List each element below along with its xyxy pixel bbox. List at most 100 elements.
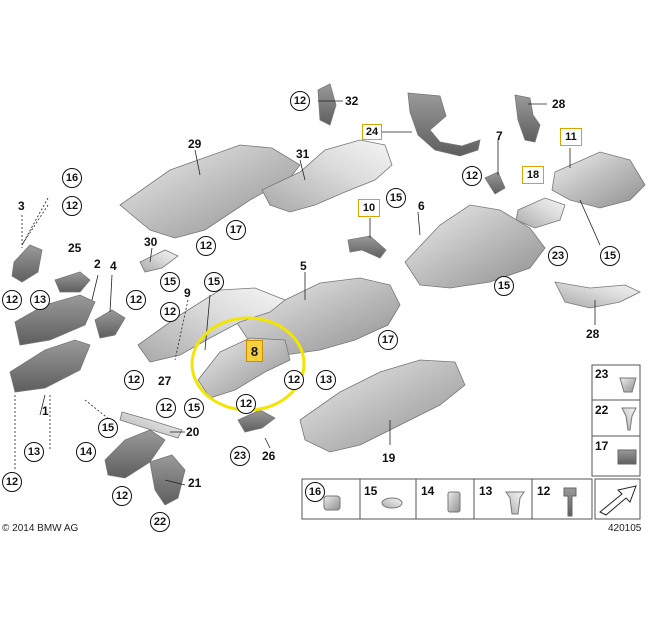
legend-17[interactable]: 17 bbox=[595, 439, 609, 453]
heat-shield-1 bbox=[9, 339, 91, 393]
callout-17-29[interactable]: 17 bbox=[226, 220, 246, 240]
heat-shield-11 bbox=[551, 151, 646, 209]
callout-21[interactable]: 21 bbox=[188, 476, 202, 490]
bracket-14 bbox=[104, 429, 166, 479]
bracket-26 bbox=[237, 409, 276, 433]
plate-18 bbox=[515, 197, 566, 229]
callout-29[interactable]: 29 bbox=[188, 137, 202, 151]
legend-13[interactable]: 13 bbox=[479, 484, 493, 498]
callout-3[interactable]: 3 bbox=[18, 199, 25, 213]
callout-12-5[interactable]: 12 bbox=[284, 370, 304, 390]
callout-5[interactable]: 5 bbox=[300, 259, 307, 273]
callout-12-4[interactable]: 12 bbox=[126, 290, 146, 310]
callout-12-top[interactable]: 12 bbox=[290, 91, 310, 111]
legend-16[interactable]: 16 bbox=[305, 482, 325, 502]
heat-shield-19 bbox=[299, 359, 466, 453]
callout-13-left[interactable]: 13 bbox=[30, 290, 50, 310]
screw-washer-icon bbox=[621, 407, 637, 431]
callout-27[interactable]: 27 bbox=[158, 374, 172, 388]
callout-12-left-2[interactable]: 12 bbox=[2, 290, 22, 310]
callout-31[interactable]: 31 bbox=[296, 147, 310, 161]
callout-4[interactable]: 4 bbox=[110, 259, 117, 273]
callout-28-lower[interactable]: 28 bbox=[586, 327, 600, 341]
callout-23-26[interactable]: 23 bbox=[230, 446, 250, 466]
callout-6[interactable]: 6 bbox=[418, 199, 425, 213]
callout-15-11[interactable]: 15 bbox=[600, 246, 620, 266]
callout-9[interactable]: 9 bbox=[184, 286, 191, 300]
hex-screw-icon bbox=[563, 487, 577, 517]
callout-13-5[interactable]: 13 bbox=[316, 370, 336, 390]
heat-shield-8 bbox=[197, 337, 291, 399]
callout-24[interactable]: 24 bbox=[362, 124, 382, 140]
callout-2[interactable]: 2 bbox=[94, 257, 101, 271]
callout-30[interactable]: 30 bbox=[144, 235, 158, 249]
legend-14[interactable]: 14 bbox=[421, 484, 435, 498]
callout-28-top[interactable]: 28 bbox=[552, 97, 566, 111]
callout-11[interactable]: 11 bbox=[560, 128, 582, 146]
bracket-7 bbox=[484, 171, 506, 195]
callout-19[interactable]: 19 bbox=[382, 451, 396, 465]
bracket-24 bbox=[407, 92, 481, 157]
heat-shield-6 bbox=[404, 204, 546, 289]
callout-12-21[interactable]: 12 bbox=[112, 486, 132, 506]
callout-15-9[interactable]: 15 bbox=[204, 272, 224, 292]
heat-shield-2 bbox=[14, 294, 96, 346]
callout-14-part[interactable]: 14 bbox=[76, 442, 96, 462]
bracket-21 bbox=[149, 454, 186, 506]
expanding-rivet-icon bbox=[505, 491, 525, 515]
callout-7[interactable]: 7 bbox=[496, 129, 503, 143]
callout-15-20[interactable]: 15 bbox=[98, 418, 118, 438]
collar-nut-icon bbox=[619, 377, 637, 393]
callout-12-1[interactable]: 12 bbox=[2, 472, 22, 492]
bracket-3 bbox=[11, 244, 43, 283]
bracket-4 bbox=[94, 309, 126, 339]
fastener-legend-side bbox=[591, 364, 641, 477]
callout-26[interactable]: 26 bbox=[262, 449, 276, 463]
callout-10[interactable]: 10 bbox=[358, 199, 380, 217]
legend-22[interactable]: 22 bbox=[595, 403, 609, 417]
callout-15-6[interactable]: 15 bbox=[494, 276, 514, 296]
plate-28-lower bbox=[554, 281, 641, 309]
direction-arrow-box bbox=[594, 478, 641, 520]
clip-icon bbox=[447, 491, 461, 513]
callout-23-right[interactable]: 23 bbox=[548, 246, 568, 266]
legend-12[interactable]: 12 bbox=[537, 484, 551, 498]
callout-15-31[interactable]: 15 bbox=[386, 188, 406, 208]
bracket-30 bbox=[139, 249, 179, 273]
callout-20[interactable]: 20 bbox=[186, 425, 200, 439]
callout-18[interactable]: 18 bbox=[522, 166, 544, 184]
callout-12-left-top[interactable]: 12 bbox=[62, 196, 82, 216]
cage-nut-icon bbox=[617, 449, 637, 465]
flange-nut-icon bbox=[323, 495, 341, 511]
bracket-25 bbox=[54, 271, 91, 293]
diagram-number: 420105 bbox=[608, 523, 642, 534]
callout-12-right-7[interactable]: 12 bbox=[462, 166, 482, 186]
callout-12-9[interactable]: 12 bbox=[160, 302, 180, 322]
heat-shield-31 bbox=[261, 139, 393, 213]
callout-32[interactable]: 32 bbox=[345, 94, 359, 108]
callout-13-1[interactable]: 13 bbox=[24, 442, 44, 462]
legend-15[interactable]: 15 bbox=[364, 484, 378, 498]
callout-12-8[interactable]: 12 bbox=[236, 394, 256, 414]
callout-15-30[interactable]: 15 bbox=[160, 272, 180, 292]
callout-25[interactable]: 25 bbox=[68, 241, 82, 255]
speed-nut-icon bbox=[381, 497, 403, 509]
callout-8-highlighted[interactable]: 8 bbox=[246, 340, 263, 362]
callout-15-27[interactable]: 15 bbox=[184, 398, 204, 418]
callout-12-27[interactable]: 12 bbox=[156, 398, 176, 418]
heat-shield-9 bbox=[137, 287, 286, 363]
bracket-32 bbox=[317, 83, 337, 126]
legend-23[interactable]: 23 bbox=[595, 367, 609, 381]
callout-12-9-lower[interactable]: 12 bbox=[124, 370, 144, 390]
callout-1[interactable]: 1 bbox=[42, 404, 49, 418]
copyright-text: © 2014 BMW AG bbox=[2, 523, 79, 534]
callout-12-29[interactable]: 12 bbox=[196, 236, 216, 256]
callout-16-left[interactable]: 16 bbox=[62, 168, 82, 188]
callout-17-5[interactable]: 17 bbox=[378, 330, 398, 350]
bracket-28-top bbox=[514, 94, 541, 143]
strip-20 bbox=[119, 411, 183, 439]
fastener-legend-bottom bbox=[301, 478, 593, 520]
callout-22-part[interactable]: 22 bbox=[150, 512, 170, 532]
bracket-10 bbox=[347, 235, 387, 259]
